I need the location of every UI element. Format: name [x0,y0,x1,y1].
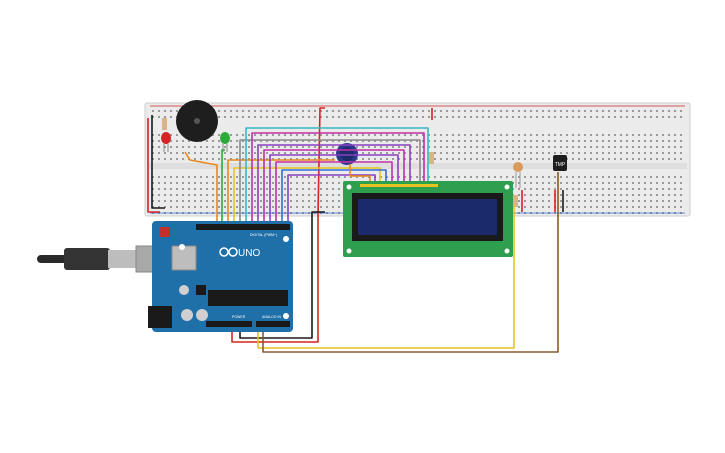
buzzer [176,100,218,142]
wire-purple [287,174,376,228]
wire-orange [349,164,371,184]
resistor [429,152,434,164]
wire-brown [262,172,559,353]
wire-orange [227,159,335,228]
photoresistor [513,162,523,188]
wire-cyan [245,127,429,228]
lcd-display [343,181,513,257]
digital-header-label: DIGITAL (PWM~) [250,233,277,237]
power-header-label: POWER [232,315,246,319]
wire-purple [269,154,399,228]
temperature-sensor: TMP [553,155,567,171]
wire-green [221,149,225,228]
wire-purple [257,144,411,228]
resistor [162,118,167,130]
wire-blue [281,169,387,228]
usb-cable [37,245,173,273]
sensor-label: TMP [555,162,566,168]
wire-magenta [275,161,393,228]
wire-magenta [263,149,405,228]
led-red [161,132,171,152]
wire-black [239,211,325,339]
analog-header-label: ANALOG IN [262,315,282,319]
wire-magenta [251,132,425,228]
wire-yellow [257,205,515,349]
breadboard [144,102,691,217]
wire-black [151,115,165,209]
wire-yellow [233,167,381,228]
resistor [513,195,518,207]
arduino-logo [219,247,238,257]
wire-red [231,107,325,343]
wire-red [147,118,160,213]
arduino-uno: UNO DIGITAL (PWM~) POWER ANALOG IN [148,221,293,332]
board-brand-label: UNO [238,248,260,259]
wire-gray [239,139,421,228]
wire-orange [184,151,218,228]
